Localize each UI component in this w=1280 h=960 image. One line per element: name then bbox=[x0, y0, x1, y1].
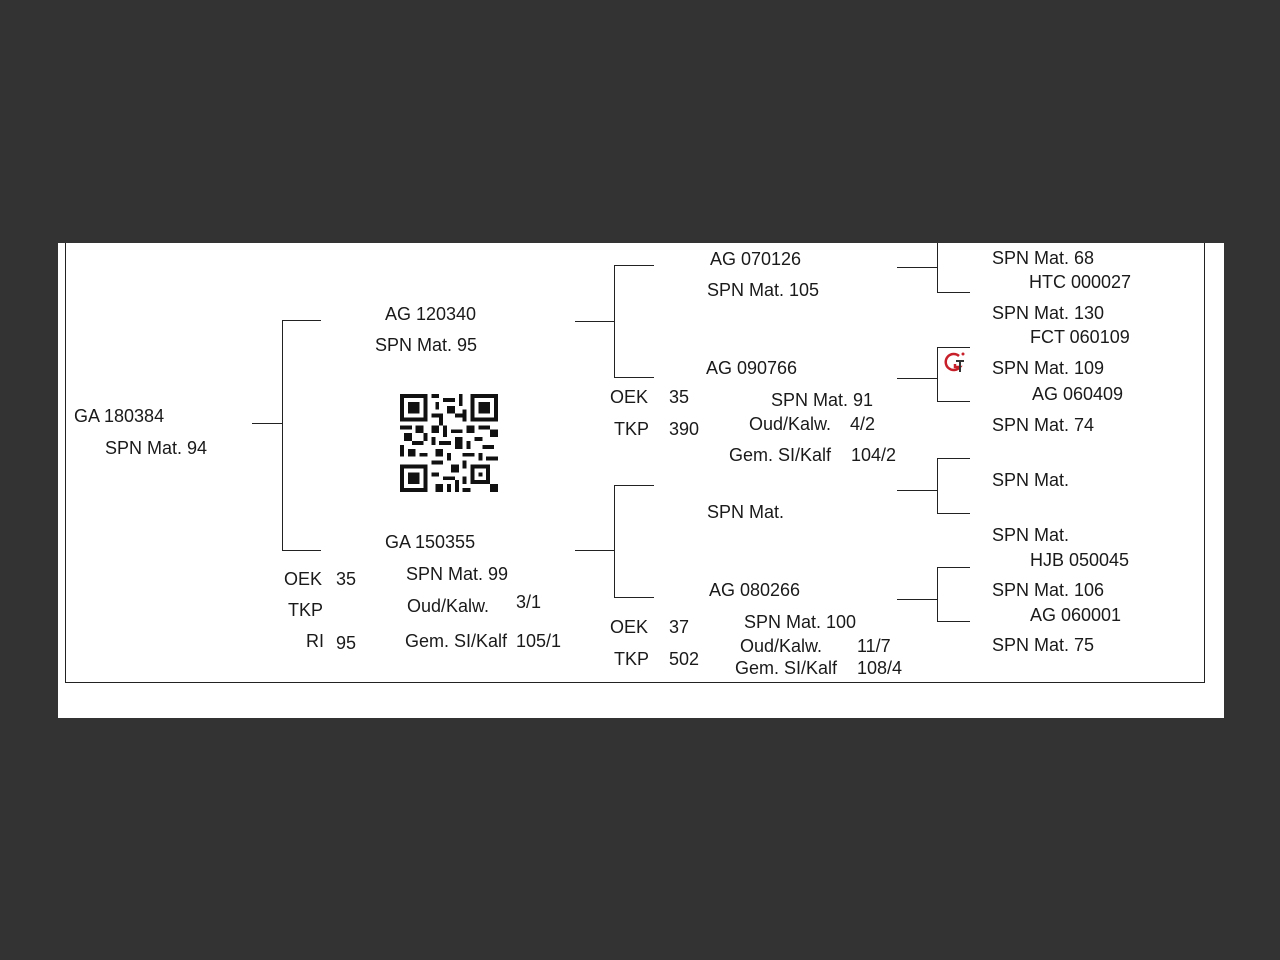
ss-dam-id: HTC 000027 bbox=[1029, 272, 1132, 292]
qr-code-icon bbox=[400, 394, 498, 492]
connector-line bbox=[575, 550, 614, 551]
dam-dam-gem: 108/4 bbox=[857, 658, 903, 678]
sd-sire-spn: SPN Mat. 109 bbox=[992, 358, 1105, 378]
sire-dam-tkp-label: TKP bbox=[614, 419, 650, 439]
pedigree-frame bbox=[65, 243, 1205, 683]
dam-oud: 3/1 bbox=[516, 592, 542, 612]
connector-line bbox=[937, 347, 970, 348]
dam-dam-tkp: 502 bbox=[669, 649, 700, 669]
connector-line bbox=[252, 423, 282, 424]
dam-ri-label: RI bbox=[306, 631, 324, 651]
connector-line bbox=[282, 320, 321, 321]
dam-dam-oek: 37 bbox=[669, 617, 690, 637]
dam-ri: 95 bbox=[336, 633, 357, 653]
ss-sire-spn: SPN Mat. 68 bbox=[992, 248, 1095, 268]
sire-dam-oek-label: OEK bbox=[610, 387, 649, 407]
dam-dam-oud-label: Oud/Kalw. bbox=[740, 636, 823, 656]
dam-spn: SPN Mat. 99 bbox=[406, 564, 509, 584]
sire-dam-gem-label: Gem. SI/Kalf bbox=[729, 445, 832, 465]
dam-gem-label: Gem. SI/Kalf bbox=[405, 631, 508, 651]
connector-line bbox=[937, 243, 938, 292]
connector-line bbox=[937, 621, 970, 622]
connector-line bbox=[897, 267, 937, 268]
connector-line bbox=[897, 378, 937, 379]
animal-spn: SPN Mat. 94 bbox=[105, 438, 208, 458]
connector-line bbox=[614, 485, 615, 597]
dd-dam-id: AG 060001 bbox=[1030, 605, 1122, 625]
dam-dam-oud: 11/7 bbox=[857, 636, 891, 656]
dam-oek-label: OEK bbox=[284, 569, 323, 589]
connector-line bbox=[282, 550, 321, 551]
connector-line bbox=[575, 321, 614, 322]
connector-line bbox=[937, 292, 970, 293]
dam-sire-spn: SPN Mat. bbox=[707, 502, 785, 522]
connector-line bbox=[614, 265, 654, 266]
dam-dam-oek-label: OEK bbox=[610, 617, 649, 637]
dam-dam-gem-label: Gem. SI/Kalf bbox=[735, 658, 838, 678]
connector-line bbox=[937, 401, 970, 402]
dam-dam-id: AG 080266 bbox=[709, 580, 801, 600]
sire-id: AG 120340 bbox=[385, 304, 477, 324]
animal-id: GA 180384 bbox=[74, 406, 165, 426]
sire-dam-tkp: 390 bbox=[669, 419, 700, 439]
dd-sire-id: HJB 050045 bbox=[1030, 550, 1130, 570]
pedigree-sheet: GA 180384 SPN Mat. 94 AG 120340 SPN Mat.… bbox=[58, 243, 1224, 718]
sd-sire-id: FCT 060109 bbox=[1030, 327, 1130, 347]
connector-line bbox=[614, 265, 615, 377]
sire-sire-id: AG 070126 bbox=[710, 249, 802, 269]
connector-line bbox=[282, 320, 283, 550]
connector-line bbox=[937, 347, 938, 401]
dam-oek: 35 bbox=[336, 569, 357, 589]
dam-dam-tkp-label: TKP bbox=[614, 649, 650, 669]
connector-line bbox=[937, 458, 970, 459]
connector-line bbox=[937, 567, 938, 621]
dam-gem: 105/1 bbox=[516, 631, 562, 651]
sire-dam-gem: 104/2 bbox=[851, 445, 897, 465]
dam-dam-spn: SPN Mat. 100 bbox=[744, 612, 857, 632]
sire-dam-id: AG 090766 bbox=[706, 358, 798, 378]
sire-dam-oek: 35 bbox=[669, 387, 690, 407]
ds-sire-spn: SPN Mat. bbox=[992, 470, 1070, 490]
gt-logo-icon bbox=[944, 352, 965, 372]
ss-dam-spn: SPN Mat. 130 bbox=[992, 303, 1105, 323]
dam-id: GA 150355 bbox=[385, 532, 476, 552]
sd-dam-spn: SPN Mat. 74 bbox=[992, 415, 1095, 435]
connector-line bbox=[614, 597, 654, 598]
dam-tkp-label: TKP bbox=[288, 600, 324, 620]
sire-dam-oud-label: Oud/Kalw. bbox=[749, 414, 832, 434]
connector-line bbox=[897, 490, 937, 491]
sire-dam-spn: SPN Mat. 91 bbox=[771, 390, 874, 410]
connector-line bbox=[937, 513, 970, 514]
sire-sire-spn: SPN Mat. 105 bbox=[707, 280, 820, 300]
sd-dam-id: AG 060409 bbox=[1032, 384, 1124, 404]
ds-dam-spn: SPN Mat. bbox=[992, 525, 1070, 545]
connector-line bbox=[614, 377, 654, 378]
sire-dam-oud: 4/2 bbox=[850, 414, 876, 434]
dd-sire-spn: SPN Mat. 106 bbox=[992, 580, 1105, 600]
connector-line bbox=[937, 567, 970, 568]
connector-line bbox=[897, 599, 937, 600]
dam-oud-label: Oud/Kalw. bbox=[407, 596, 490, 616]
sire-spn: SPN Mat. 95 bbox=[375, 335, 478, 355]
connector-line bbox=[614, 485, 654, 486]
dd-dam-spn: SPN Mat. 75 bbox=[992, 635, 1095, 655]
connector-line bbox=[937, 458, 938, 513]
